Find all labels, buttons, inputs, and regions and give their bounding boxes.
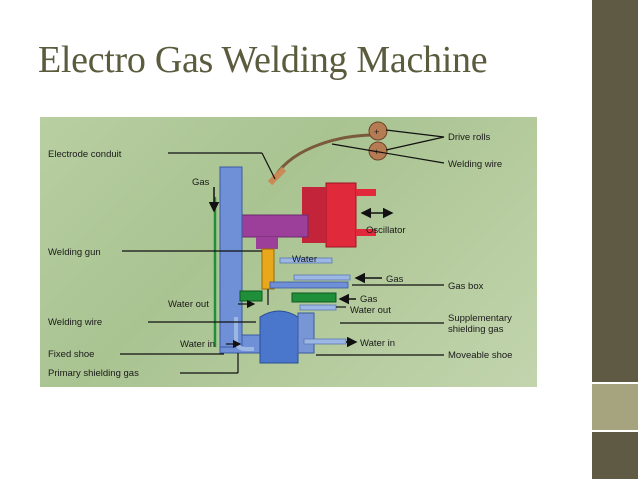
- drive-roll-top: [368, 121, 388, 141]
- label-supplementary: Supplementary: [448, 313, 512, 324]
- slide-title: Electro Gas Welding Machine: [38, 39, 488, 81]
- side-rail-top: [592, 0, 638, 384]
- svg-text:+: +: [374, 127, 379, 137]
- water-in-pipe: [303, 338, 347, 345]
- label-gas-top: Gas: [192, 177, 210, 188]
- label-oscillator: Oscillator: [366, 225, 406, 236]
- gas-box: [269, 281, 349, 289]
- moveable-shoe: [259, 310, 299, 364]
- label-water-in-right: Water in: [360, 338, 395, 349]
- label-gas-lower: Gas: [360, 294, 378, 305]
- diagram-svg: + +: [48, 121, 512, 379]
- side-rail-bottom: [592, 430, 638, 479]
- label-water-mid: Water: [292, 254, 317, 265]
- green-block-left: [239, 290, 263, 302]
- label-water-in-left: Water in: [180, 339, 215, 350]
- label-water-out-right: Water out: [350, 305, 391, 316]
- electrode-conduit: [274, 133, 376, 176]
- drive-roll-bottom: [368, 141, 388, 161]
- label-drive-rolls: Drive rolls: [448, 132, 490, 143]
- water-out-pipe: [299, 304, 337, 311]
- label-welding-wire-right: Welding wire: [448, 159, 502, 170]
- label-electrode-conduit: Electrode conduit: [48, 149, 122, 160]
- label-water-out-left: Water out: [168, 299, 209, 310]
- label-moveable-shoe: Moveable shoe: [448, 350, 512, 361]
- side-rail-accent: [592, 384, 638, 430]
- oscillator-arm-bottom: [356, 229, 376, 236]
- welding-machine-diagram: + +: [40, 117, 537, 387]
- rail-divider: [592, 382, 638, 384]
- label-welding-gun: Welding gun: [48, 247, 101, 258]
- water-line: [279, 257, 333, 264]
- bracket-stem: [256, 237, 278, 249]
- moveable-shoe-side: [297, 312, 315, 354]
- label-shielding-gas: shielding gas: [448, 324, 504, 335]
- label-gas-box: Gas box: [448, 281, 484, 292]
- label-fixed-shoe: Fixed shoe: [48, 349, 94, 360]
- rail-divider: [592, 430, 638, 432]
- electrode-conduit-copper: [267, 166, 287, 186]
- gas-line-mid: [293, 274, 351, 281]
- bracket-arm: [235, 214, 309, 238]
- oscillator-arm-top: [356, 189, 376, 196]
- oscillator-body: [325, 182, 357, 248]
- green-block-right: [291, 292, 337, 303]
- label-welding-wire-left: Welding wire: [48, 317, 102, 328]
- fixed-shoe-column: [219, 166, 243, 348]
- label-gas-mid: Gas: [386, 274, 404, 285]
- label-primary-shielding-gas: Primary shielding gas: [48, 368, 139, 379]
